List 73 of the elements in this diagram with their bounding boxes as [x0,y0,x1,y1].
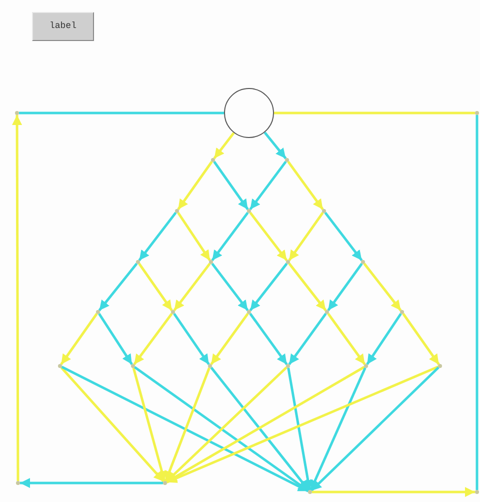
junction-point [247,209,251,213]
arrow [61,366,309,492]
junction-point [325,310,329,314]
junction-point [286,364,290,368]
arrow [310,367,366,491]
arrow [138,212,177,262]
arrow [264,132,287,160]
junction-point [308,490,312,494]
arrow [249,160,287,210]
junction-point [364,364,368,368]
arrow [312,487,475,497]
junction-point [175,209,179,213]
arrow [211,262,249,312]
arrow [134,366,310,492]
arrow [249,262,288,312]
arrow [310,366,440,492]
arrow [363,262,402,312]
arrow [213,160,249,210]
junction-point [208,364,212,368]
arrow [210,312,249,366]
arrow [166,366,288,483]
arrow [249,212,288,262]
arrow [327,312,366,366]
junction-point [361,260,365,264]
junction-point [438,364,442,368]
junction-point [16,481,20,485]
arrow [210,366,310,492]
arrow [98,313,133,365]
junction-point [247,310,251,314]
junction-point [136,260,140,264]
junction-point [475,111,479,115]
arrow [20,478,163,488]
junction-point [15,111,19,115]
junction-point [58,364,62,368]
arrow [288,212,324,262]
arrow [288,262,327,312]
arrow [287,160,324,210]
arrow [173,312,210,366]
junction-point [96,310,100,314]
arrow [138,262,173,312]
arrow [12,115,22,481]
arrow [177,160,213,210]
arrow [177,212,211,262]
junction-point [400,310,404,314]
arrow [324,212,363,262]
junction-point [211,158,215,162]
arrow [173,262,211,312]
junction-point [285,158,289,162]
label-tag: label [32,12,94,41]
arrow [402,312,440,366]
junction-point [171,310,175,314]
arrow [366,312,402,366]
arrow [132,368,167,482]
junction-point [131,364,135,368]
arrow [164,367,210,482]
junction-point [475,490,479,494]
arrow [211,212,249,262]
junction-point [163,481,167,485]
arrow [166,366,365,484]
arrow [213,132,235,160]
junction-point [322,209,326,213]
arrow [166,366,439,484]
arrow [249,312,288,366]
arrow [287,368,313,490]
arrow [60,312,98,366]
junction-point [209,260,213,264]
arrow [327,262,363,312]
junction-point [286,260,290,264]
arrow [288,312,327,366]
circle-node [224,88,274,138]
arrow [60,366,165,482]
arrow [98,262,138,312]
arrow [133,312,173,366]
